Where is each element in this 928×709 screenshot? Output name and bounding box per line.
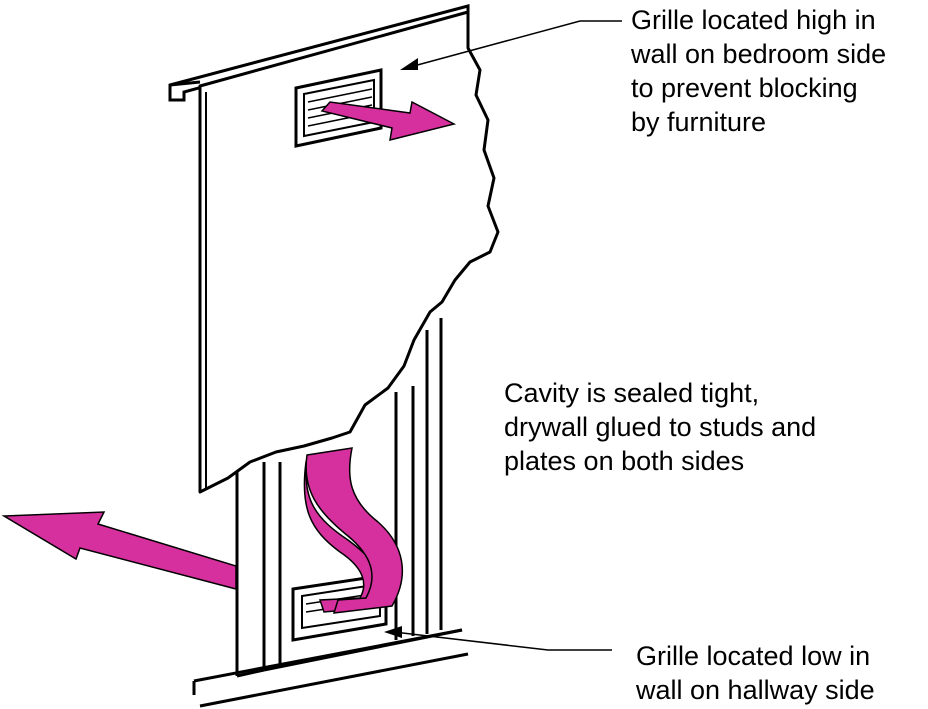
callout-low-grille: Grille located low in wall on hallway si… [636,639,875,707]
wall-studs [235,318,463,678]
callout-high-grille-line-2: wall on bedroom side [631,39,887,69]
callout-sealed-cavity-line-1: Cavity is sealed tight, [504,378,760,408]
callout-high-grille-line-4: by furniture [631,107,767,137]
callout-sealed-cavity-line-3: plates on both sides [504,446,745,476]
callout-high-grille-line-1: Grille located high in [631,5,876,35]
leader-arrowhead-bottom [384,626,402,638]
callout-sealed-cavity: Cavity is sealed tight, drywall glued to… [504,376,816,478]
callout-low-grille-line-2: wall on hallway side [636,675,875,705]
callout-high-grille: Grille located high in wall on bedroom s… [631,3,886,139]
airflow-entry-arrow [320,100,457,142]
airflow-cavity-ribbon-main [305,447,404,614]
leader-lines [393,20,622,651]
bottom-plate [192,628,469,708]
airflow-exit-arrow [1,511,237,590]
leader-arrowhead-top [400,58,418,70]
callout-sealed-cavity-line-2: drywall glued to studs and [504,412,817,442]
airflow-cavity-ribbon [303,455,386,613]
callout-high-grille-line-3: to prevent blocking [631,73,858,103]
callout-low-grille-line-1: Grille located low in [636,641,871,671]
